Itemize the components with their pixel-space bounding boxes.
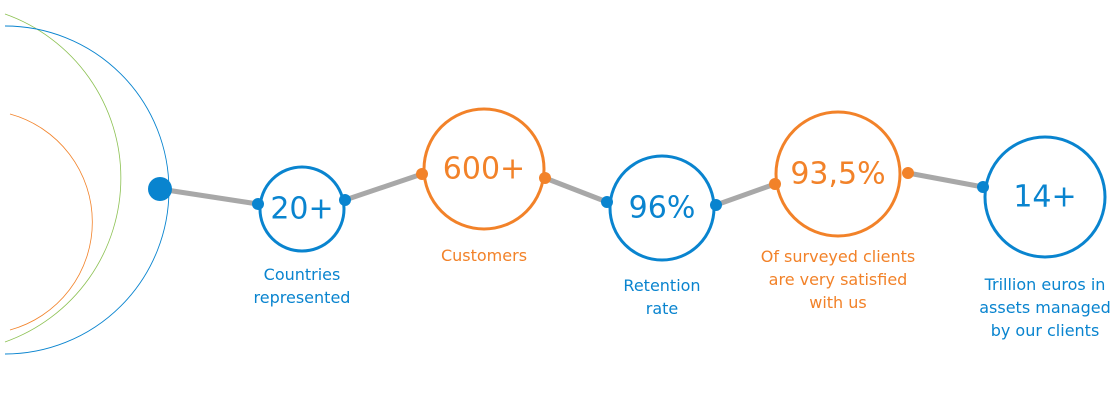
connector-dot [601,196,613,208]
connector-dot [902,167,914,179]
stat-label: Retention [623,276,700,295]
stat-label: Countries [264,265,341,284]
connector-dot [252,198,264,210]
stat-label: rate [646,299,679,318]
connector-dot [977,181,989,193]
stat-value: 93,5% [790,157,885,192]
stat-value: 600+ [443,152,525,187]
connector-dot [769,178,781,190]
stat-node: 93,5% Of surveyed clients are very satisfi… [761,110,916,312]
stat-label: by our clients [991,321,1100,340]
connector-dot [710,199,722,211]
connector [715,181,776,208]
connector [907,170,984,190]
connector [344,171,423,203]
stat-label: with us [809,293,867,312]
decorative-arc-green [4,13,122,343]
stat-label: represented [254,288,351,307]
stat-value: 14+ [1013,180,1076,215]
start-dot [148,177,172,201]
stat-label: Of surveyed clients [761,247,916,266]
stat-node: 96% Retention rate [601,154,722,318]
connector [544,175,608,205]
connector-lines [159,170,984,208]
connector-dot [339,194,351,206]
stat-label: are very satisfied [769,270,908,289]
stat-node: 600+ Customers [416,107,551,265]
stat-label: assets managed [979,298,1111,317]
connector [159,186,259,207]
decorative-arc-orange [9,113,93,331]
stat-value: 20+ [270,192,333,227]
connector-dot [539,172,551,184]
connector-dot [416,168,428,180]
stat-circle [774,110,902,238]
stat-node: 20+ Countries represented [252,165,351,307]
stat-node: 14+ Trillion euros in assets managed by our… [977,135,1111,340]
stat-label: Customers [441,246,527,265]
stat-circle [983,135,1107,259]
stat-label: Trillion euros in [984,275,1106,294]
stat-value: 96% [629,191,696,226]
